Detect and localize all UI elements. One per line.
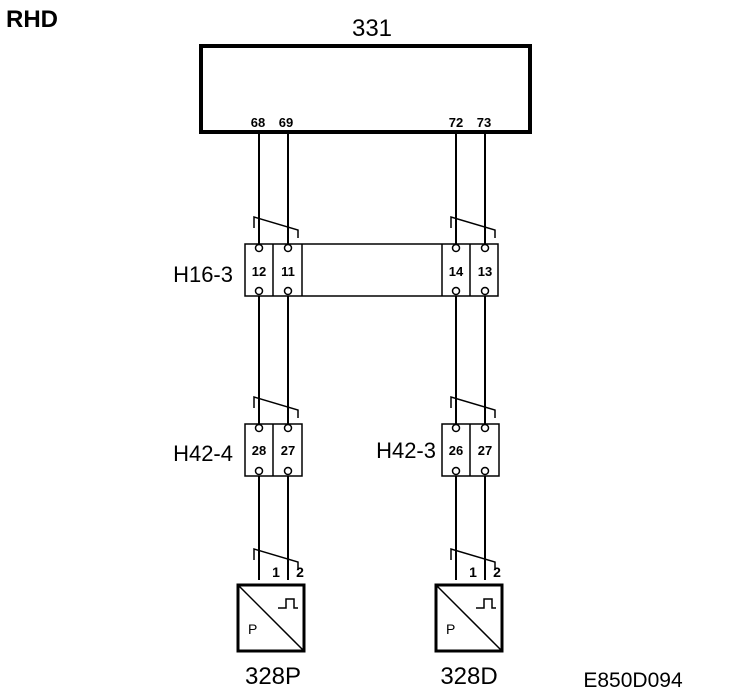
h16-3-pin-11: 11 [281, 264, 295, 279]
h42-4-pin-27: 27 [281, 443, 295, 458]
pulse-signal-icon [278, 598, 298, 609]
connector-h42-4-label: H42-4 [173, 441, 233, 466]
connector-h42-3-label: H42-3 [376, 438, 436, 463]
connector-h16-3-label: H16-3 [173, 262, 233, 287]
control-unit-pin-73: 73 [477, 115, 491, 130]
sensor-328p-pin-1: 1 [272, 564, 280, 580]
control-unit-label: 331 [352, 15, 392, 42]
sensor-328d-pin-2: 2 [493, 564, 501, 580]
sensor-328d-pin-1: 1 [469, 564, 477, 580]
sensor-328p-label: 328P [245, 663, 301, 690]
twist-marker-328d [450, 547, 496, 570]
h16-3-pin-12: 12 [252, 264, 266, 279]
h16-3-pin-14: 14 [449, 264, 464, 279]
pulse-signal-icon [476, 598, 496, 609]
sensor-328p-symbol: P [248, 621, 257, 637]
h42-3-pin-27: 27 [478, 443, 492, 458]
sensor-328p-pin-2: 2 [296, 564, 304, 580]
sensor-328d: 1 2 P [434, 564, 504, 653]
variant-label: RHD [6, 6, 58, 33]
control-unit-pin-72: 72 [449, 115, 463, 130]
h16-3-pin-13: 13 [478, 264, 492, 279]
sensor-328d-symbol: P [446, 621, 455, 637]
twist-marker-h16-left [253, 215, 299, 238]
h42-4-pin-28: 28 [252, 443, 266, 458]
control-unit-pin-68: 68 [251, 115, 265, 130]
twist-marker-h42-3 [450, 395, 496, 418]
diagram-id: E850D094 [583, 669, 683, 692]
control-unit-box [199, 44, 532, 134]
sensor-328d-label: 328D [440, 663, 497, 690]
twist-marker-328p [253, 547, 299, 570]
twist-marker-h16-right [450, 215, 496, 238]
control-unit-pin-69: 69 [279, 115, 293, 130]
h42-3-pin-26: 26 [449, 443, 463, 458]
sensor-328p: 1 2 P [236, 564, 306, 653]
twist-marker-h42-4 [253, 395, 299, 418]
